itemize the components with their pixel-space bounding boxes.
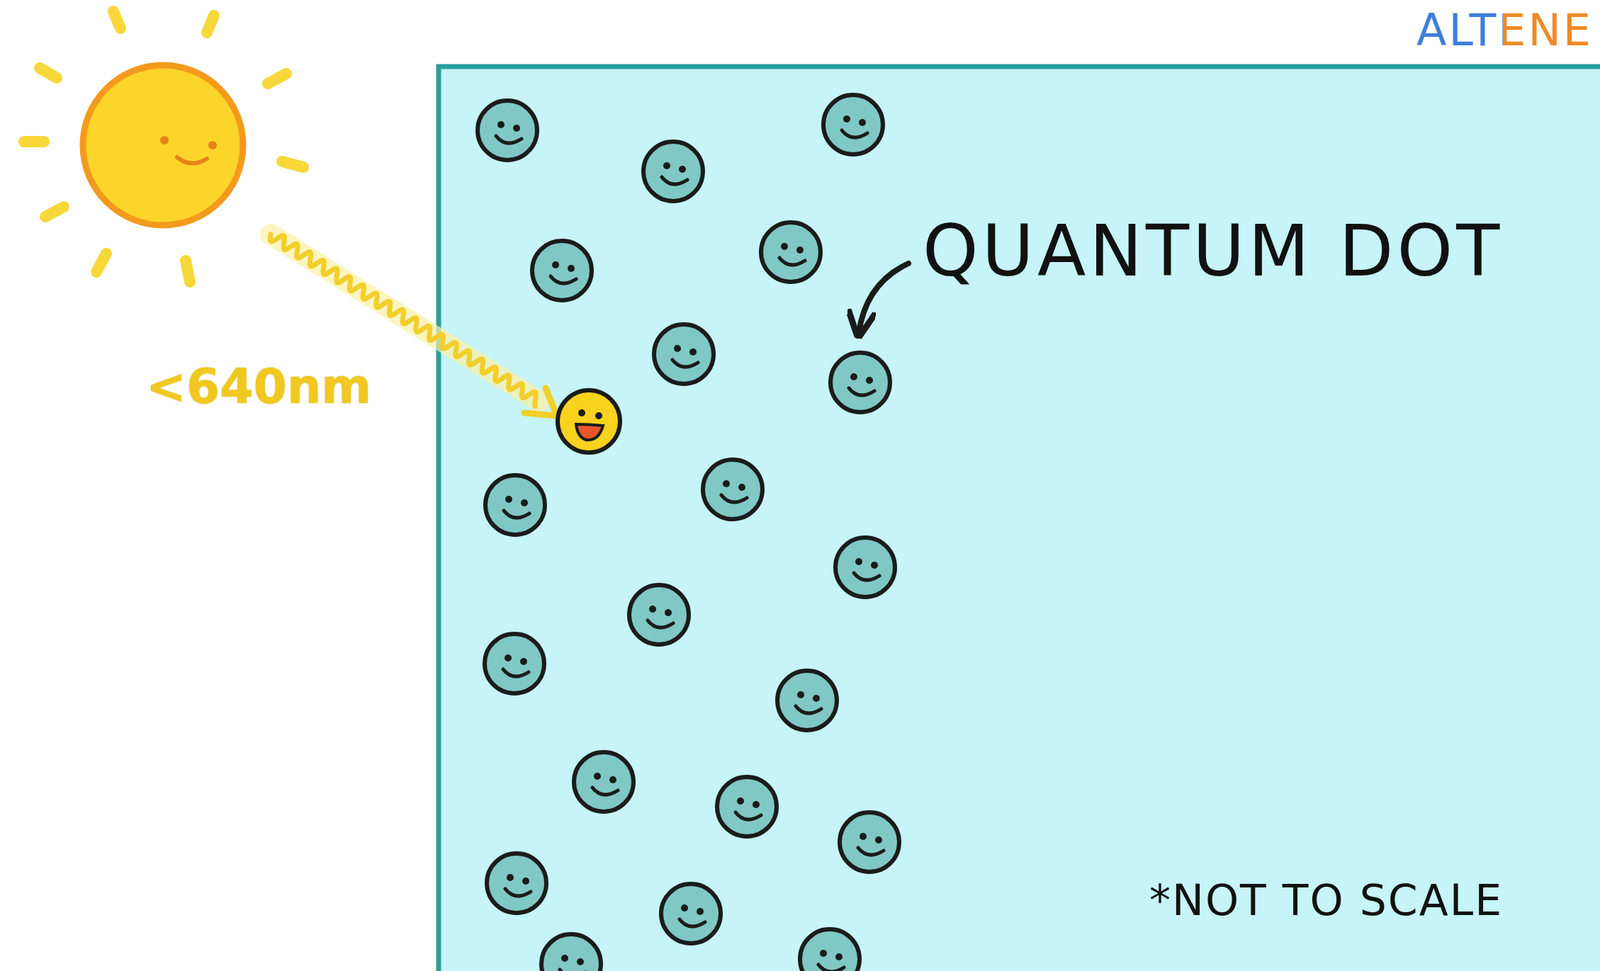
callout-label: QUANTUM DOT — [922, 209, 1503, 293]
wavelength-label-box: <640nm — [145, 358, 372, 415]
quantum-dots — [477, 94, 900, 971]
panel — [438, 66, 1600, 971]
logo-text: ALTENE — [1416, 4, 1593, 56]
note-text: *NOT TO SCALE — [1149, 875, 1503, 926]
excited-quantum-dot — [557, 390, 621, 453]
logo-text-box: ALTENE — [1416, 4, 1593, 56]
leader-line — [858, 263, 909, 334]
wavelength-label: <640nm — [145, 358, 372, 415]
callout-label-box: QUANTUM DOT — [922, 209, 1503, 293]
note-text-box: *NOT TO SCALE — [1149, 875, 1503, 926]
sun — [24, 11, 304, 283]
